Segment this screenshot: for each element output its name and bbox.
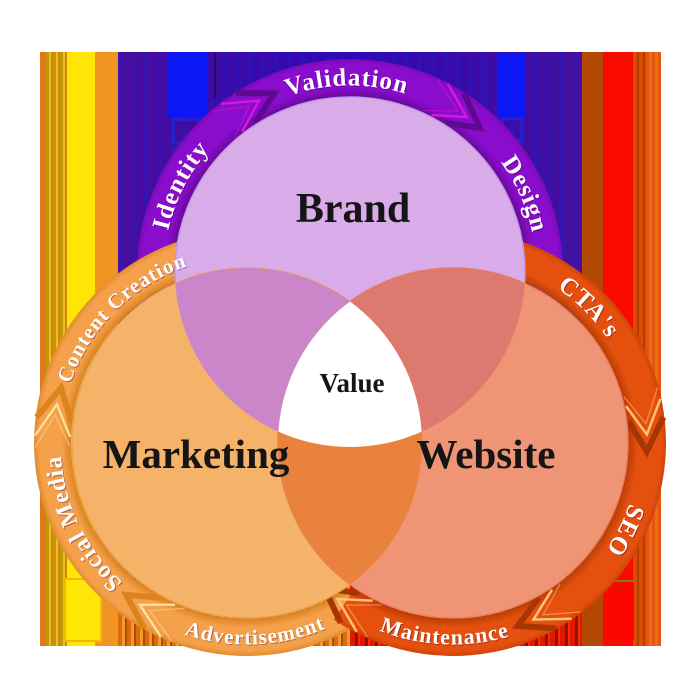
left-orange-stripe [40, 52, 46, 646]
brand-ribbon-chevron-notch [236, 90, 280, 125]
brand-ribbon-chevron-trim [431, 83, 469, 119]
website-ribbon-chevron-trim [335, 597, 373, 633]
website-ribbon-chevron-notch [512, 596, 556, 632]
marketing-ribbon-chevron-trim [34, 401, 72, 438]
brand-ribbon-chevron-trim2 [211, 105, 251, 139]
marketing-ribbon-chevron-trim2 [34, 413, 71, 448]
blue-glitch-rect-right [498, 53, 526, 117]
marketing-ribbon-chevron-notch [34, 381, 75, 423]
brand-ribbon-chevron-trim2 [422, 78, 460, 112]
website-ribbon-chevron-trim2 [345, 604, 382, 638]
blue-glitch-rect-left [168, 52, 208, 118]
brand-ribbon-chevron-trim [220, 99, 262, 133]
marketing-label: Marketing [103, 431, 290, 477]
overlap-triple [278, 268, 422, 447]
marketing-ribbon-chevron-notch [120, 591, 162, 630]
website-label: Website [417, 431, 556, 477]
website-ribbon-chevron-trim [625, 398, 662, 438]
marketing-ribbon-band [34, 231, 367, 657]
website-ribbon-chevron-trim [531, 589, 572, 621]
red-glitch-rect [604, 580, 634, 640]
website-ribbon-chevron-notch [626, 415, 667, 458]
value-label: Value [319, 368, 384, 398]
marketing-ribbon-chevron-trim [137, 603, 176, 638]
marketing-ribbon-chevron-trim2 [147, 607, 185, 642]
website-ribbon-chevron-trim2 [542, 583, 582, 616]
overlap-triple-outer [278, 268, 422, 447]
website-ribbon-chevron-trim2 [623, 387, 659, 425]
yellow-glitch-rect [64, 578, 102, 642]
dark-glitch-line [214, 52, 216, 98]
website-ribbon-band [333, 231, 666, 657]
brand-label: Brand [296, 186, 410, 232]
brand-ribbon-chevron-notch [444, 91, 485, 132]
